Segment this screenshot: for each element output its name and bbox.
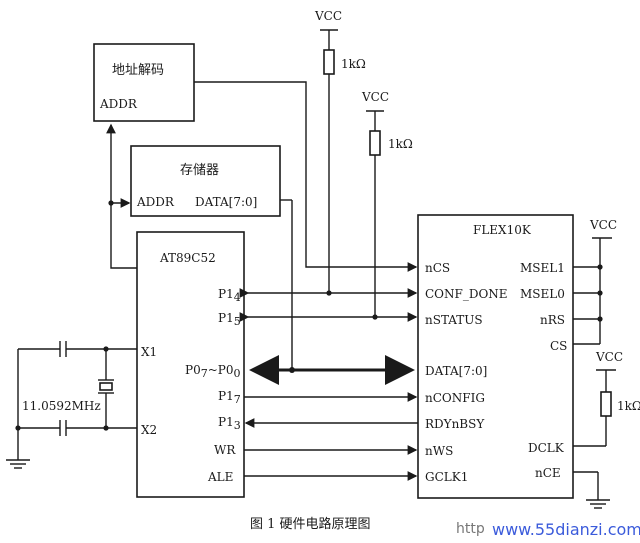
supply-vcc3: VCC bbox=[573, 218, 617, 345]
mcu-title: AT89C52 bbox=[159, 251, 216, 265]
fpga-block: FLEX10K nCS CONF_DONE nSTATUS DATA[7:0] … bbox=[417, 214, 574, 499]
mcu-pin-ale: ALE bbox=[207, 470, 233, 484]
watermark-prefix: http bbox=[456, 521, 485, 537]
memory-addr-pin: ADDR bbox=[136, 195, 175, 209]
fpga-pin-msel0: MSEL0 bbox=[520, 287, 565, 301]
memory-data-pin: DATA[7:0] bbox=[195, 195, 257, 209]
fpga-pin-ncs: nCS bbox=[425, 261, 450, 275]
resistor-r2 bbox=[369, 130, 381, 156]
crystal-symbol bbox=[99, 382, 113, 391]
memory-box bbox=[130, 145, 281, 217]
fpga-pin-rdynbsy: RDYnBSY bbox=[425, 417, 485, 431]
resistor-r3-label: 1kΩ bbox=[617, 399, 640, 413]
fpga-pin-msel1: MSEL1 bbox=[520, 261, 565, 275]
resistor-r3 bbox=[600, 391, 612, 417]
mcu-pin-wr: WR bbox=[214, 443, 236, 457]
vcc-label-1: VCC bbox=[314, 9, 342, 23]
mcu-box bbox=[136, 231, 245, 498]
pullup-vcc1: VCC 1kΩ bbox=[314, 9, 366, 293]
fpga-pin-cs: CS bbox=[550, 339, 567, 353]
fpga-pin-gclk1: GCLK1 bbox=[425, 470, 468, 484]
vcc-label-3: VCC bbox=[589, 218, 617, 232]
mcu-block: AT89C52 P14 P15 P07~P00 P17 P13 WR ALE X… bbox=[136, 231, 245, 498]
crystal-frequency: 11.0592MHz bbox=[22, 399, 101, 413]
fpga-title: FLEX10K bbox=[473, 223, 532, 237]
fpga-box bbox=[417, 214, 574, 499]
resistor-r1-label: 1kΩ bbox=[341, 57, 366, 71]
fpga-pin-conf-done: CONF_DONE bbox=[425, 287, 508, 301]
watermark-text: www.55dianzi.com bbox=[492, 520, 640, 539]
pullup-vcc2: VCC 1kΩ bbox=[361, 90, 413, 317]
fpga-pin-data: DATA[7:0] bbox=[425, 364, 487, 378]
crystal-circuit: 11.0592MHz bbox=[6, 341, 137, 469]
fpga-pin-nce: nCE bbox=[535, 466, 561, 480]
vcc-label-4: VCC bbox=[595, 350, 623, 364]
address-decoder-addr-pin: ADDR bbox=[99, 97, 138, 111]
address-decoder-block: 地址解码 ADDR bbox=[93, 43, 195, 122]
mcu-pin-p15: P15 bbox=[218, 311, 241, 328]
memory-block: 存储器 ADDR DATA[7:0] bbox=[130, 145, 281, 217]
figure-caption: 图 1 硬件电路原理图 bbox=[250, 516, 371, 532]
resistor-r1 bbox=[323, 49, 335, 75]
mcu-pin-p0: P07~P00 bbox=[185, 363, 240, 380]
mcu-pin-p13: P13 bbox=[218, 415, 241, 432]
resistor-r2-label: 1kΩ bbox=[388, 137, 413, 151]
mcu-pin-x2: X2 bbox=[141, 423, 157, 437]
fpga-pin-nstatus: nSTATUS bbox=[425, 313, 483, 327]
wire-mcu-addr bbox=[106, 123, 137, 269]
address-decoder-box bbox=[93, 43, 195, 122]
fpga-pin-dclk: DCLK bbox=[528, 441, 565, 455]
address-decoder-title: 地址解码 bbox=[112, 63, 164, 78]
fpga-pin-nws: nWS bbox=[425, 444, 453, 458]
pullup-vcc4: VCC 1kΩ bbox=[573, 350, 640, 447]
mcu-pin-p14: P14 bbox=[218, 287, 241, 304]
mcu-pin-p17: P17 bbox=[218, 389, 241, 406]
mcu-pin-x1: X1 bbox=[141, 345, 157, 359]
watermark-logo: http www.55dianzi.com bbox=[456, 520, 640, 539]
fpga-pin-nrs: nRS bbox=[540, 313, 565, 327]
nce-ground bbox=[573, 471, 610, 509]
fpga-pin-nconfig: nCONFIG bbox=[425, 391, 485, 405]
wire-decoder-ncs bbox=[194, 81, 418, 272]
memory-title: 存储器 bbox=[180, 163, 219, 178]
vcc-label-2: VCC bbox=[361, 90, 389, 104]
